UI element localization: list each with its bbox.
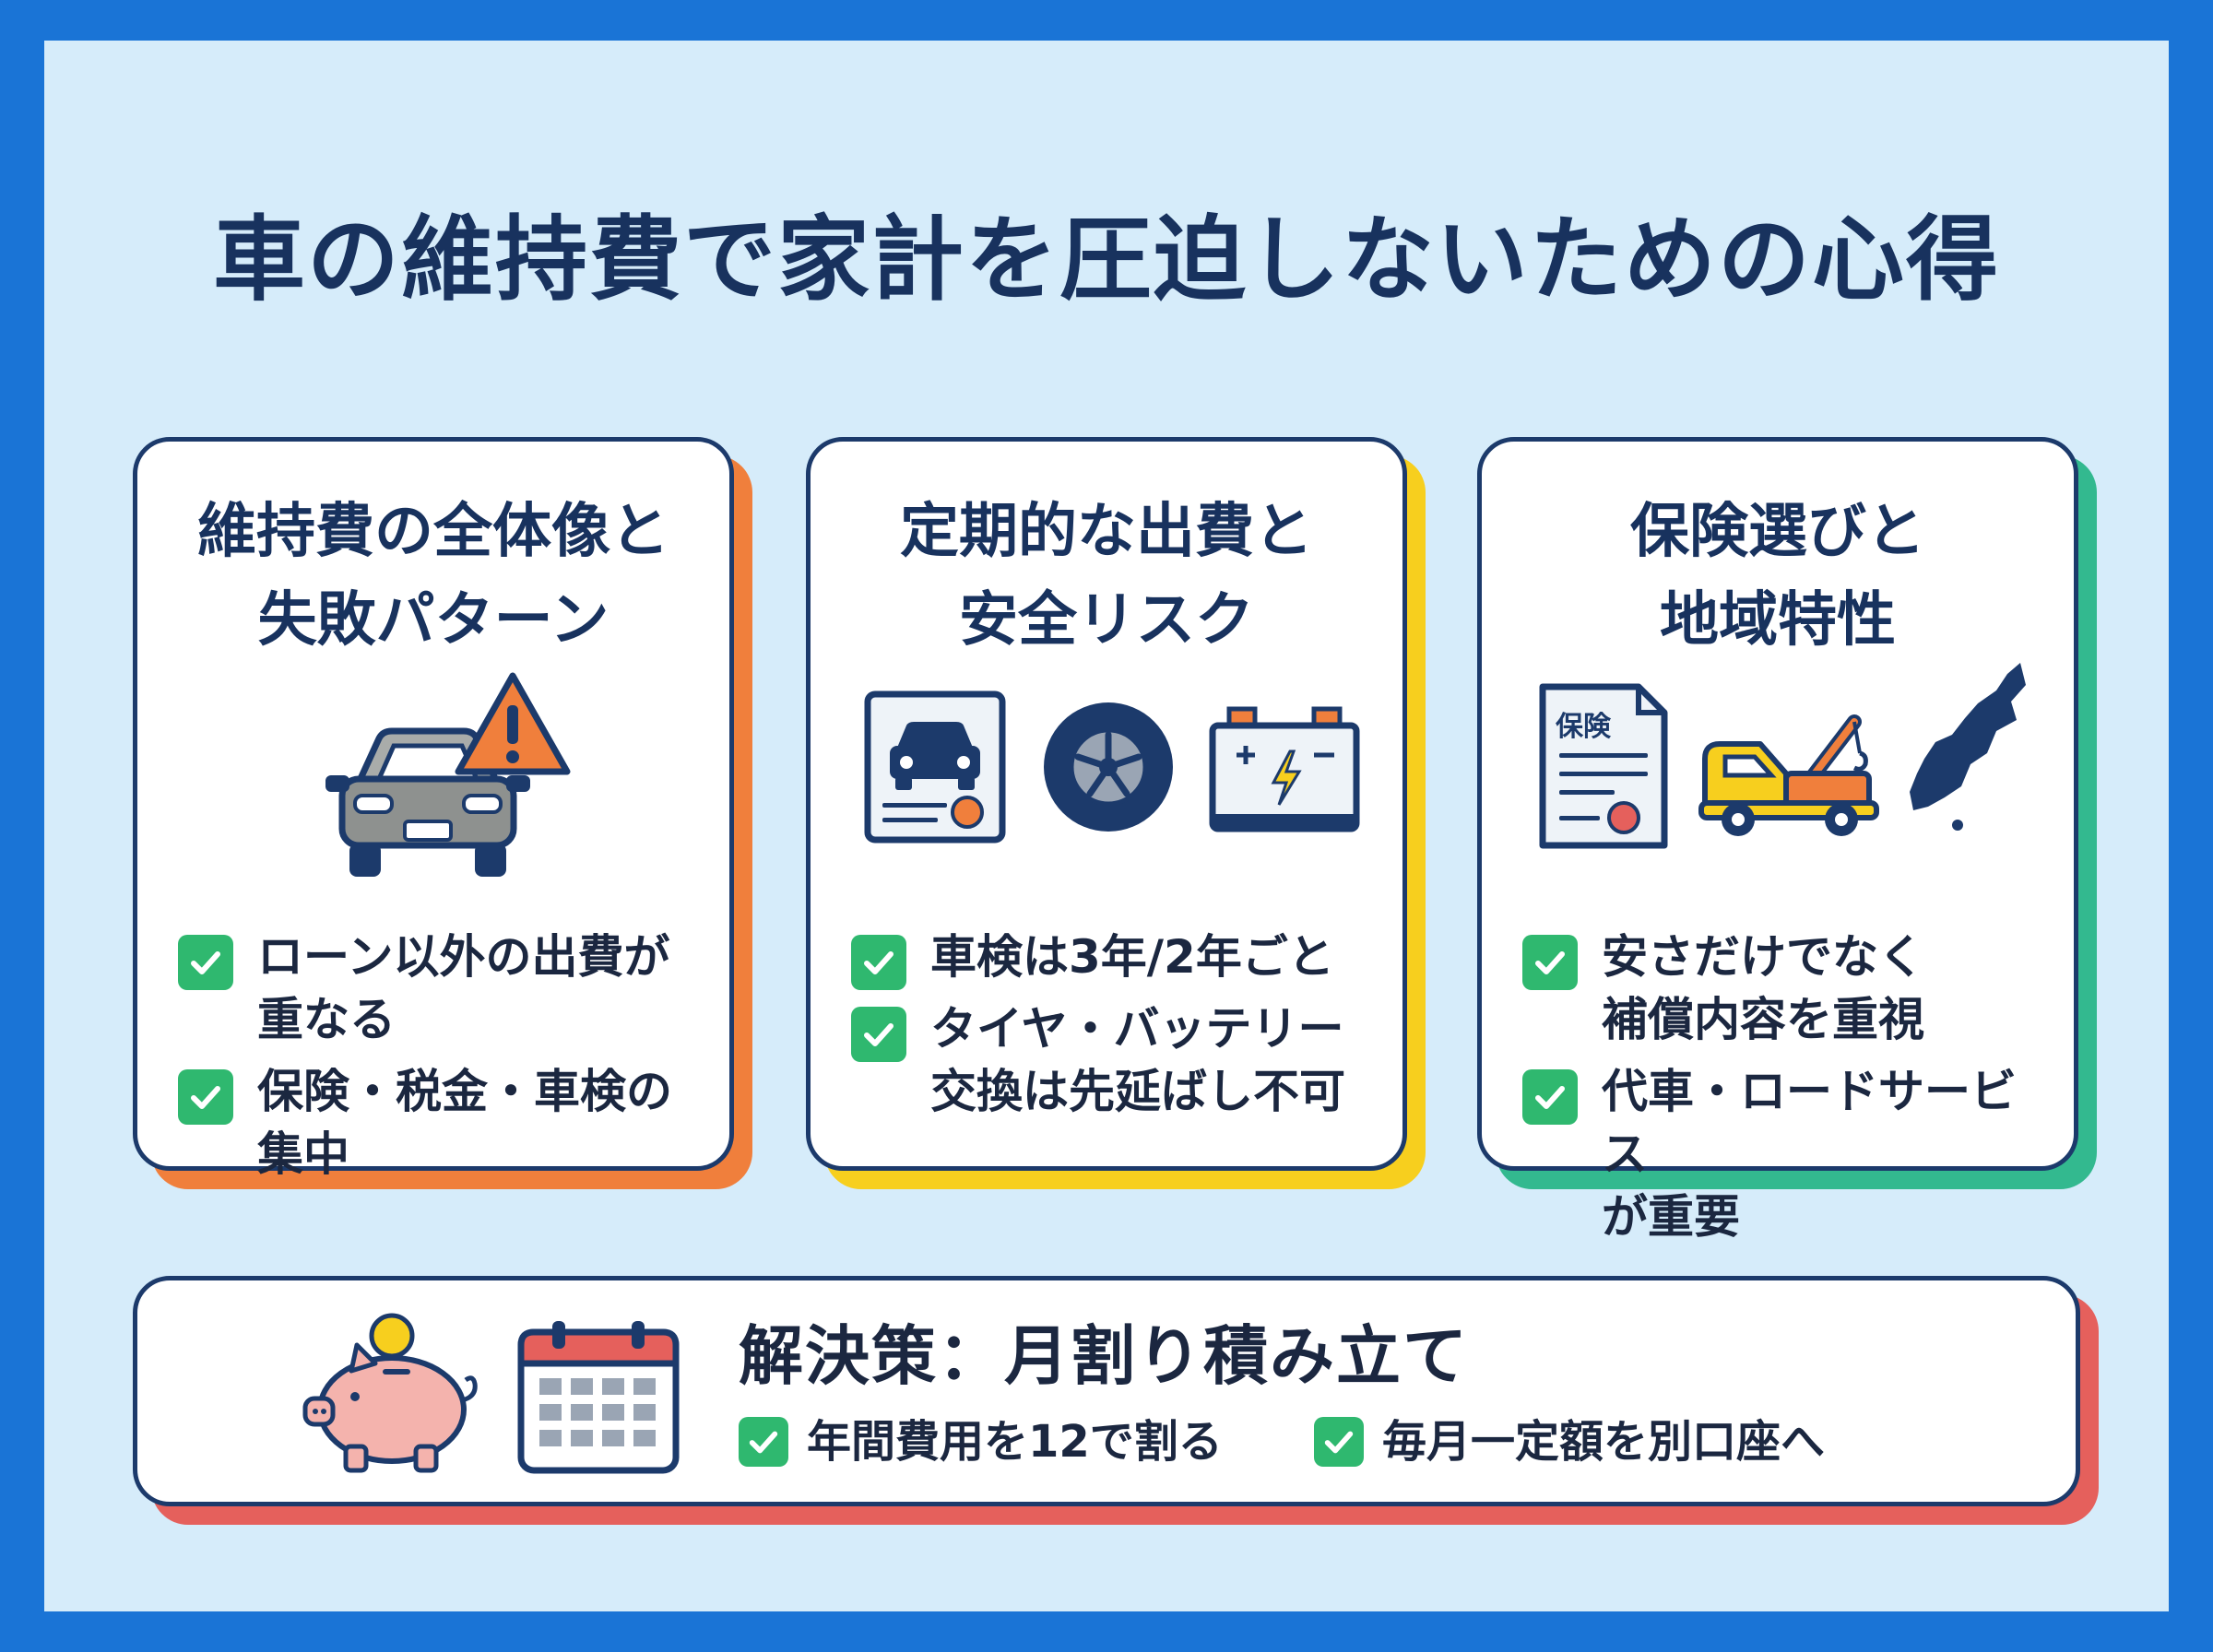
check-icon xyxy=(851,935,906,990)
bullet-item: 安さだけでなく 補償内容を重視 xyxy=(1522,926,2055,1051)
bullet-item: 車検は3年/2年ごと xyxy=(851,926,1384,990)
bullet-text: 車検は3年/2年ごと xyxy=(930,930,1334,984)
bullet-item: 代車・ロードサービス が重要 xyxy=(1522,1060,2055,1248)
check-icon xyxy=(739,1417,788,1467)
piggy-bank-icon xyxy=(302,1313,478,1473)
bullet-item: ローン以外の出費が 重なる xyxy=(178,926,711,1051)
bullet-item: 保険・税金・車検の 集中 xyxy=(178,1060,711,1186)
bullet-item: 年間費用を12で割る xyxy=(739,1410,1223,1474)
tire-icon xyxy=(1044,702,1173,832)
island-map-icon xyxy=(1910,663,2026,831)
battery-icon xyxy=(1209,706,1360,832)
card-maintenance-overview: 維持費の全体像と 失敗パターン ローン以外の出費が 重なる 保険・税金・車検の xyxy=(133,437,734,1181)
bullet-text: ローン以外の出費が 重なる xyxy=(257,930,670,1046)
insurance-document-icon: 保険 xyxy=(1539,683,1668,849)
card-regular-expenses: 定期的な出費と 安全リスク xyxy=(806,437,1407,1171)
card-title: 維持費の全体像と 失敗パターン xyxy=(197,498,669,655)
check-icon xyxy=(178,1069,233,1125)
bullet-item: 毎月一定額を別口座へ xyxy=(1314,1410,1825,1474)
check-icon xyxy=(851,1007,906,1062)
card-insurance-region: 保険選びと 地域特性 保険 xyxy=(1477,437,2078,1244)
check-icon xyxy=(1314,1417,1364,1467)
inspection-certificate-icon xyxy=(864,690,1006,844)
warning-icon xyxy=(455,672,571,775)
bullet-text: 年間費用を12で割る xyxy=(807,1416,1223,1468)
bullet-text: 毎月一定額を別口座へ xyxy=(1382,1416,1826,1468)
page-title: 車の維持費で家計を圧迫しないための心得 xyxy=(213,206,2000,313)
bullet-text: 安さだけでなく 補償内容を重視 xyxy=(1602,930,1924,1046)
card-title: 保険選びと 地域特性 xyxy=(1630,498,1925,655)
check-icon xyxy=(178,935,233,990)
insurance-document-label: 保険 xyxy=(1556,711,1611,743)
solution-title: 解決策：月割り積み立て xyxy=(739,1318,1469,1394)
check-icon xyxy=(1522,1069,1578,1125)
tow-truck-icon xyxy=(1698,714,1879,836)
bullet-text: 保険・税金・車検の 集中 xyxy=(257,1065,672,1181)
card-title: 定期的な出費と 安全リスク xyxy=(900,498,1313,655)
car-icon xyxy=(325,727,530,877)
solution-panel: 解決策：月割り積み立て 年間費用を12で割る 毎月一定額を別口座へ xyxy=(133,1276,2080,1506)
bullet-text: タイヤ・バッテリー 交換は先延ばし不可 xyxy=(930,1002,1345,1118)
check-icon xyxy=(1522,935,1578,990)
bullet-text: 代車・ロードサービス が重要 xyxy=(1602,1065,2017,1244)
bullet-item: タイヤ・バッテリー 交換は先延ばし不可 xyxy=(851,997,1384,1123)
calendar-icon xyxy=(517,1321,680,1474)
